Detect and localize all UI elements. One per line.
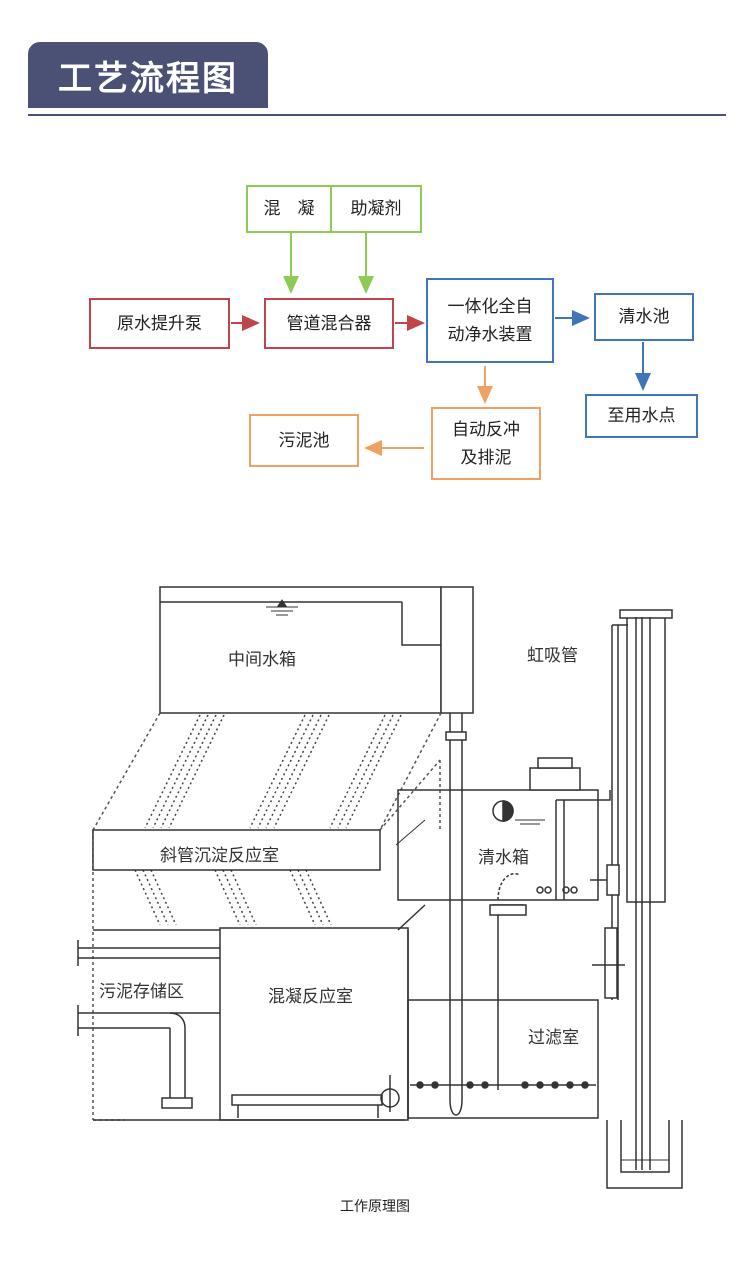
intermediate-tank-outline: [159, 586, 442, 714]
raw-water-pump-label: 原水提升泵: [117, 313, 202, 334]
sludge-storage-label: 污泥存储区: [99, 982, 184, 1002]
inclined-tube-room-label: 斜管沉淀反应室: [160, 846, 279, 866]
use-point-box: 至用水点: [585, 394, 698, 438]
coagulation-room-outline: [219, 927, 409, 1121]
filter-room-label: 过滤室: [528, 1028, 579, 1048]
filter-room-outline: [407, 999, 599, 1119]
siphon-tube-frame: [626, 616, 666, 903]
coagulant-aid-box: 助凝剂: [330, 185, 422, 233]
clear-tank-label: 清水箱: [478, 848, 529, 868]
page-title: 工艺流程图: [28, 42, 268, 108]
sludge-pool-box: 污泥池: [249, 414, 359, 467]
inclined-tubes: [134, 714, 402, 926]
raw-water-pump-box: 原水提升泵: [89, 298, 230, 349]
backwash-label-line2: 及排泥: [460, 447, 512, 468]
pipe-mixer-box: 管道混合器: [264, 298, 394, 349]
purifier-label-line1: 一体化全自: [447, 296, 533, 317]
clear-pool-box: 清水池: [594, 293, 694, 341]
clear-pool-label: 清水池: [618, 307, 670, 327]
inclined-room-band: [92, 829, 381, 871]
header-divider: [28, 114, 726, 116]
water-level-icon-top: [266, 599, 298, 616]
diagram-caption: 工作原理图: [340, 1199, 410, 1215]
siphon-sump: [606, 1120, 683, 1189]
coagulant-aid-label: 助凝剂: [350, 199, 402, 219]
purifier-box: 一体化全自 动净水装置: [426, 278, 554, 363]
inlet-bend: [497, 873, 521, 901]
coagulant-box: 混 凝: [246, 185, 332, 233]
tank-outlet-column: [440, 586, 474, 714]
pipe-mixer-label: 管道混合器: [286, 313, 372, 334]
backwash-label-line1: 自动反冲: [452, 419, 520, 440]
flowchart-arrows: [231, 233, 651, 456]
sludge-pool-label: 污泥池: [278, 430, 330, 451]
nozzles-upper: [536, 886, 578, 894]
siphon-pipe-label: 虹吸管: [527, 646, 578, 666]
backwash-box: 自动反冲 及排泥: [431, 407, 541, 480]
intermediate-tank-label: 中间水箱: [228, 650, 296, 670]
use-point-label: 至用水点: [607, 406, 676, 426]
purifier-label-line2: 动净水装置: [447, 324, 533, 345]
coagulation-room-label: 混凝反应室: [268, 987, 353, 1007]
coagulant-label: 混 凝: [263, 199, 315, 219]
